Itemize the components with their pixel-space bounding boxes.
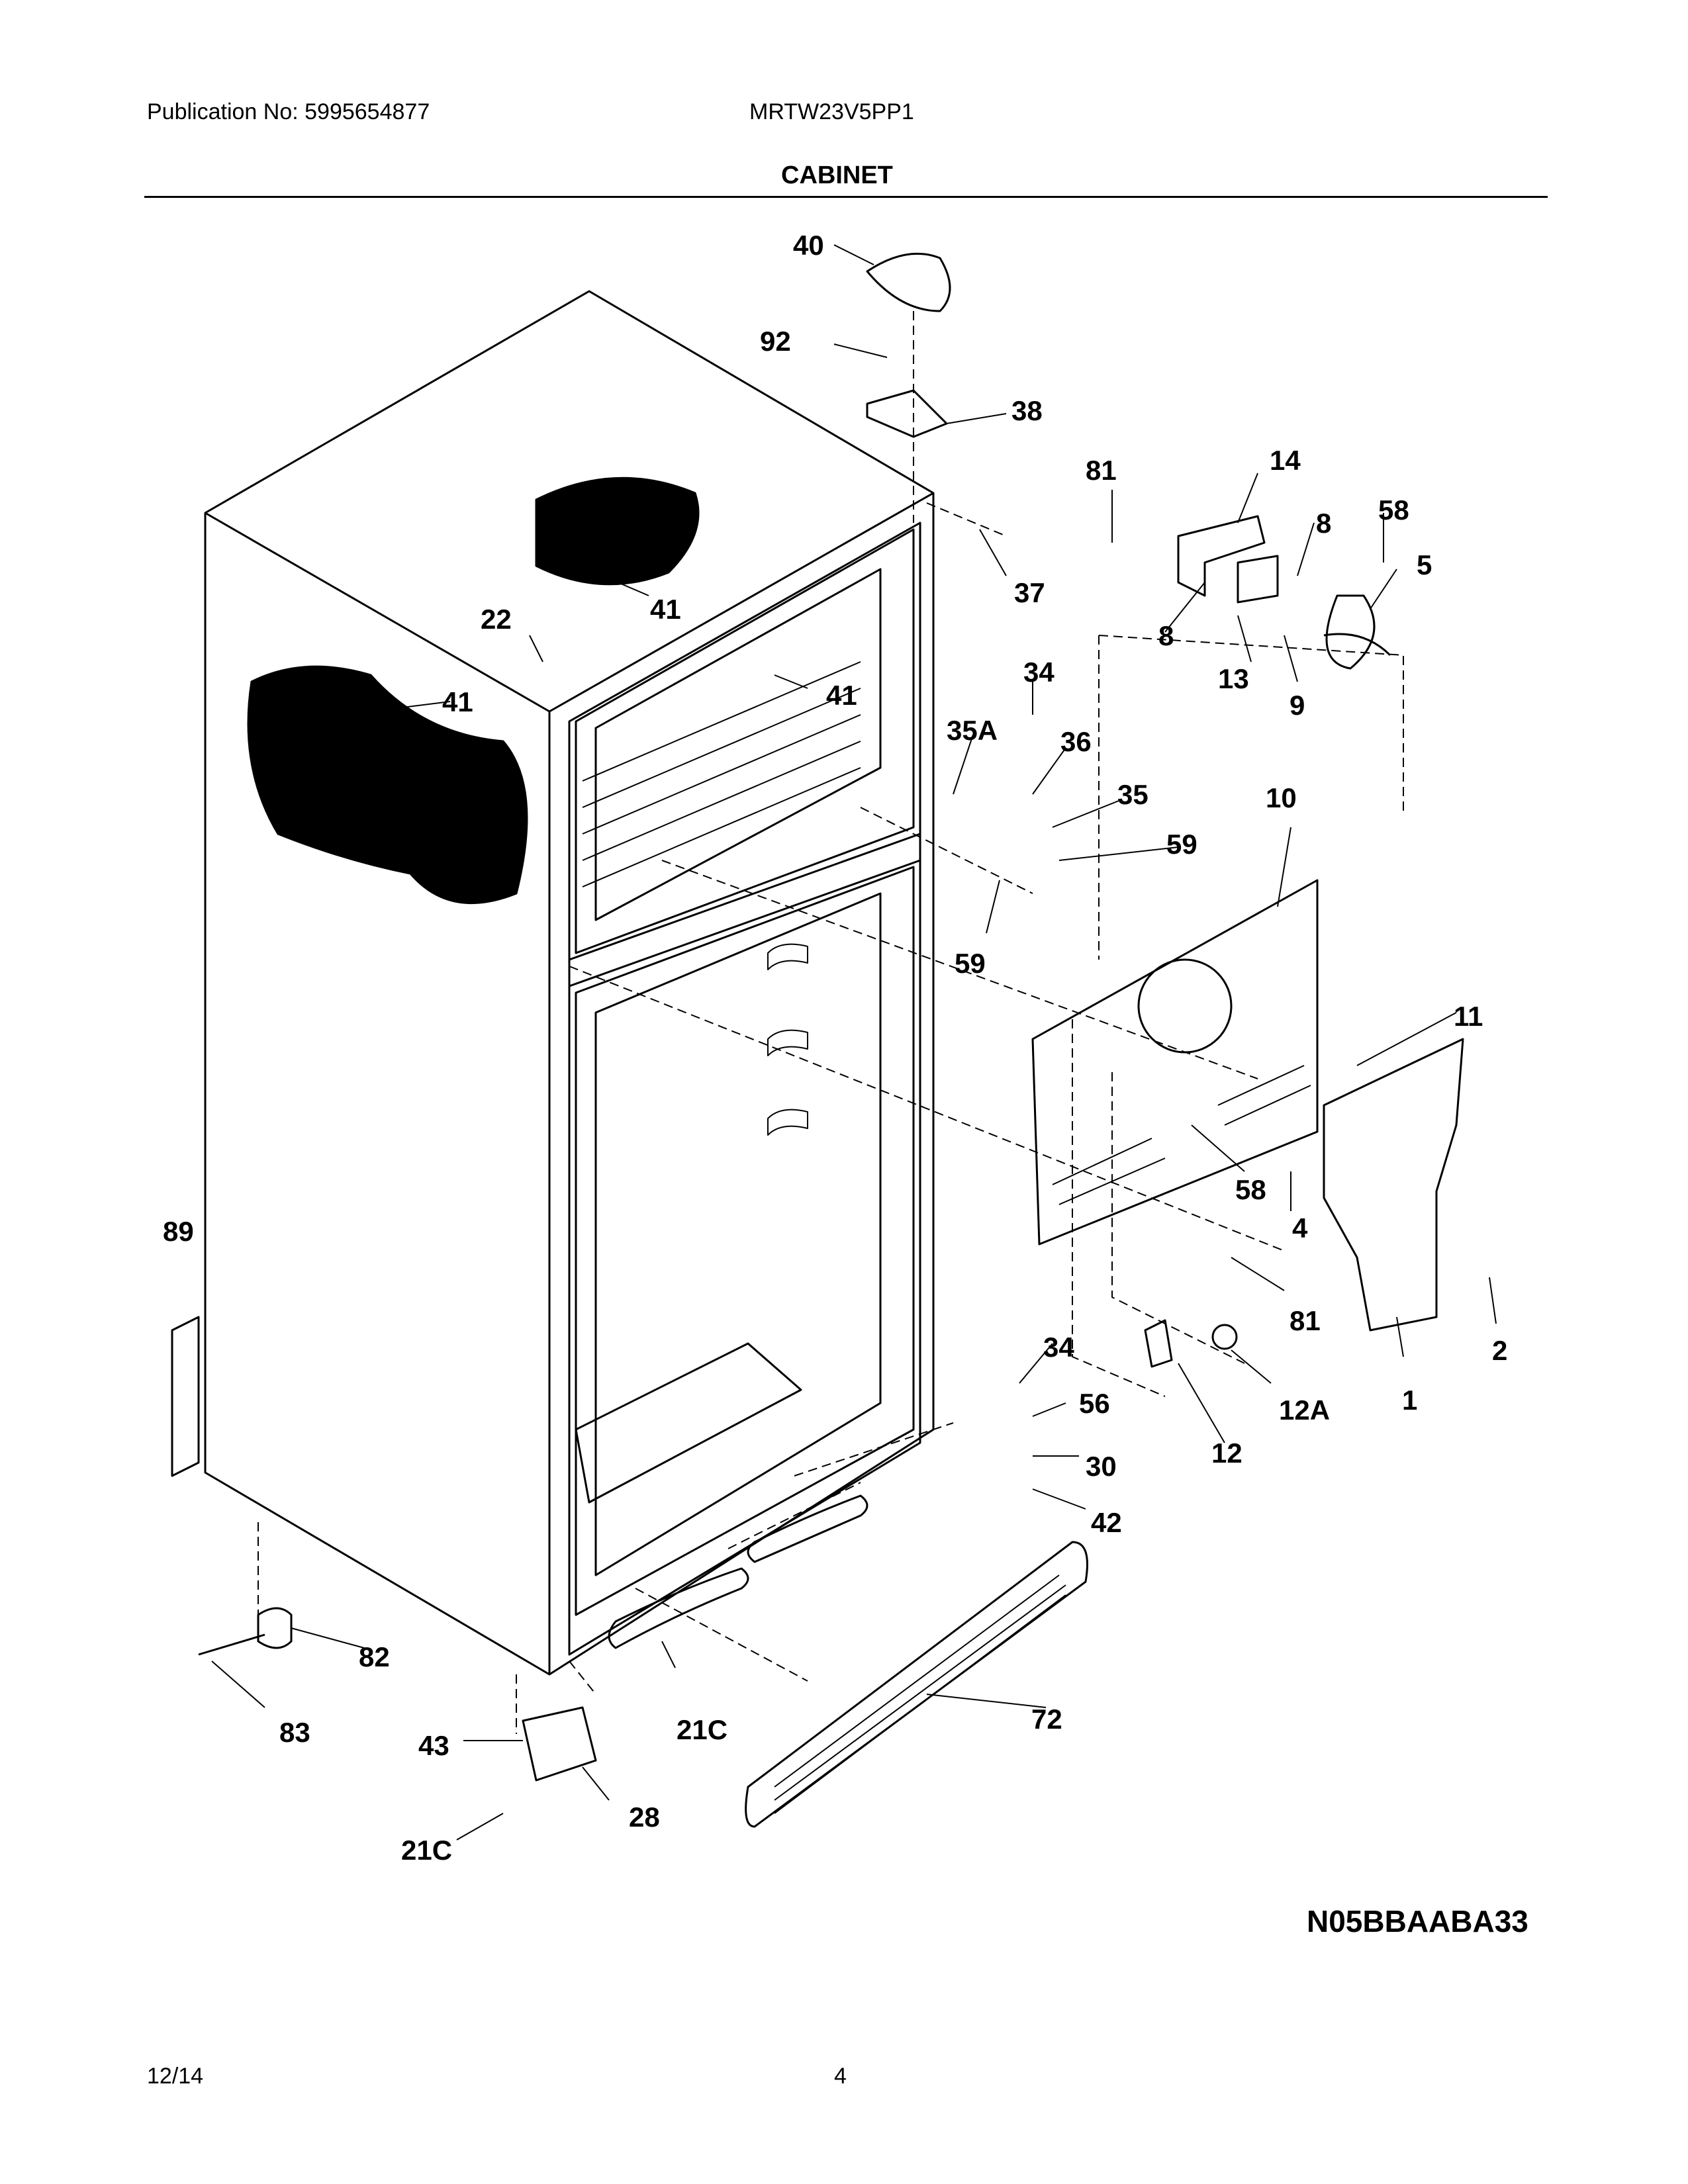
cabinet-side-cutaway <box>247 665 528 905</box>
compartment-divider <box>569 833 921 987</box>
callout-92: 92 <box>760 326 791 357</box>
fan-motor <box>1237 555 1279 604</box>
cabinet-bottom-openings <box>608 1494 868 1649</box>
fan-blade <box>1323 594 1391 670</box>
callout-8-right: 8 <box>1316 508 1331 539</box>
explosion-lines <box>258 311 1404 1734</box>
fan-bracket <box>1177 515 1266 597</box>
callout-4: 4 <box>1292 1212 1308 1244</box>
diagram-code: N05BBAABA33 <box>1307 1904 1528 1938</box>
callout-59-left: 59 <box>955 948 986 979</box>
cabinet-front-frame <box>568 522 921 1656</box>
callout-9: 9 <box>1289 690 1305 721</box>
callout-5: 5 <box>1417 549 1432 580</box>
callout-12: 12 <box>1211 1437 1243 1469</box>
callout-37: 37 <box>1014 577 1045 608</box>
front-roller <box>257 1607 293 1649</box>
callout-89: 89 <box>163 1216 194 1247</box>
callout-12A: 12A <box>1279 1394 1330 1426</box>
callout-28: 28 <box>629 1801 660 1833</box>
roller-axle <box>198 1633 265 1656</box>
callout-22: 22 <box>481 604 512 635</box>
callout-72: 72 <box>1031 1704 1062 1735</box>
publication-number: Publication No: 5995654877 <box>147 99 430 124</box>
fan-opening <box>1137 958 1233 1054</box>
top-hinge <box>866 389 948 438</box>
shelf-supports <box>767 943 808 1136</box>
fresh-food-back <box>594 892 882 1576</box>
toe-grille <box>745 1541 1088 1828</box>
callout-labels: 40 92 38 81 14 8 58 5 37 8 13 9 22 41 41… <box>163 230 1507 1866</box>
callout-40: 40 <box>793 230 824 261</box>
crisper-floor <box>575 1342 802 1504</box>
callout-41-top: 41 <box>650 594 681 625</box>
section-title: CABINET <box>781 161 893 189</box>
callout-34-top: 34 <box>1023 657 1055 688</box>
callout-36: 36 <box>1060 726 1092 757</box>
evaporator-cover <box>1031 879 1319 1246</box>
callout-58-mid: 58 <box>1235 1174 1266 1205</box>
bottom-hinge <box>522 1706 597 1782</box>
callout-30: 30 <box>1086 1451 1117 1482</box>
side-bracket <box>171 1316 200 1477</box>
control-housing <box>1323 1038 1464 1332</box>
callout-59-right: 59 <box>1166 829 1197 860</box>
callout-8-left: 8 <box>1158 620 1174 651</box>
callout-35A: 35A <box>947 715 998 746</box>
callout-2: 2 <box>1492 1335 1507 1366</box>
callout-21C-hinge: 21C <box>401 1835 452 1866</box>
callout-38: 38 <box>1011 395 1043 426</box>
callout-11: 11 <box>1454 1001 1483 1032</box>
callout-81-top: 81 <box>1086 455 1117 486</box>
hinge-cover <box>866 252 951 312</box>
freezer-ribs <box>582 661 861 887</box>
fresh-food-compartment <box>575 866 915 1616</box>
callout-41-left: 41 <box>442 686 473 717</box>
callout-21C-grille: 21C <box>677 1714 727 1745</box>
callout-58-top: 58 <box>1378 494 1409 525</box>
callout-81-bottom: 81 <box>1289 1305 1321 1336</box>
toe-grille-slots <box>774 1574 1066 1814</box>
freezer-compartment <box>575 528 915 954</box>
callout-82: 82 <box>359 1641 390 1672</box>
cover-louvers <box>1052 1065 1311 1205</box>
callout-43: 43 <box>418 1730 449 1761</box>
footer-page-number: 4 <box>834 2064 847 2089</box>
callout-83: 83 <box>279 1717 310 1748</box>
light-shield <box>1144 1319 1173 1368</box>
callout-34-bottom: 34 <box>1043 1332 1074 1363</box>
header-rule <box>144 196 1548 198</box>
leader-lines <box>211 244 1497 1841</box>
footer-date: 12/14 <box>147 2064 204 2089</box>
callout-41-freezer: 41 <box>826 680 857 711</box>
freezer-back <box>594 568 882 921</box>
callout-13: 13 <box>1218 663 1249 694</box>
callout-42: 42 <box>1091 1507 1122 1538</box>
callout-56: 56 <box>1079 1388 1110 1419</box>
cabinet-front-edge <box>205 492 934 1674</box>
callout-14: 14 <box>1270 445 1301 476</box>
callout-1: 1 <box>1402 1385 1417 1416</box>
cabinet-top-cutaway <box>535 477 700 586</box>
callout-35: 35 <box>1117 779 1149 810</box>
light-socket <box>1211 1324 1238 1350</box>
model-number: MRTW23V5PP1 <box>749 99 914 124</box>
callout-10: 10 <box>1266 782 1297 813</box>
